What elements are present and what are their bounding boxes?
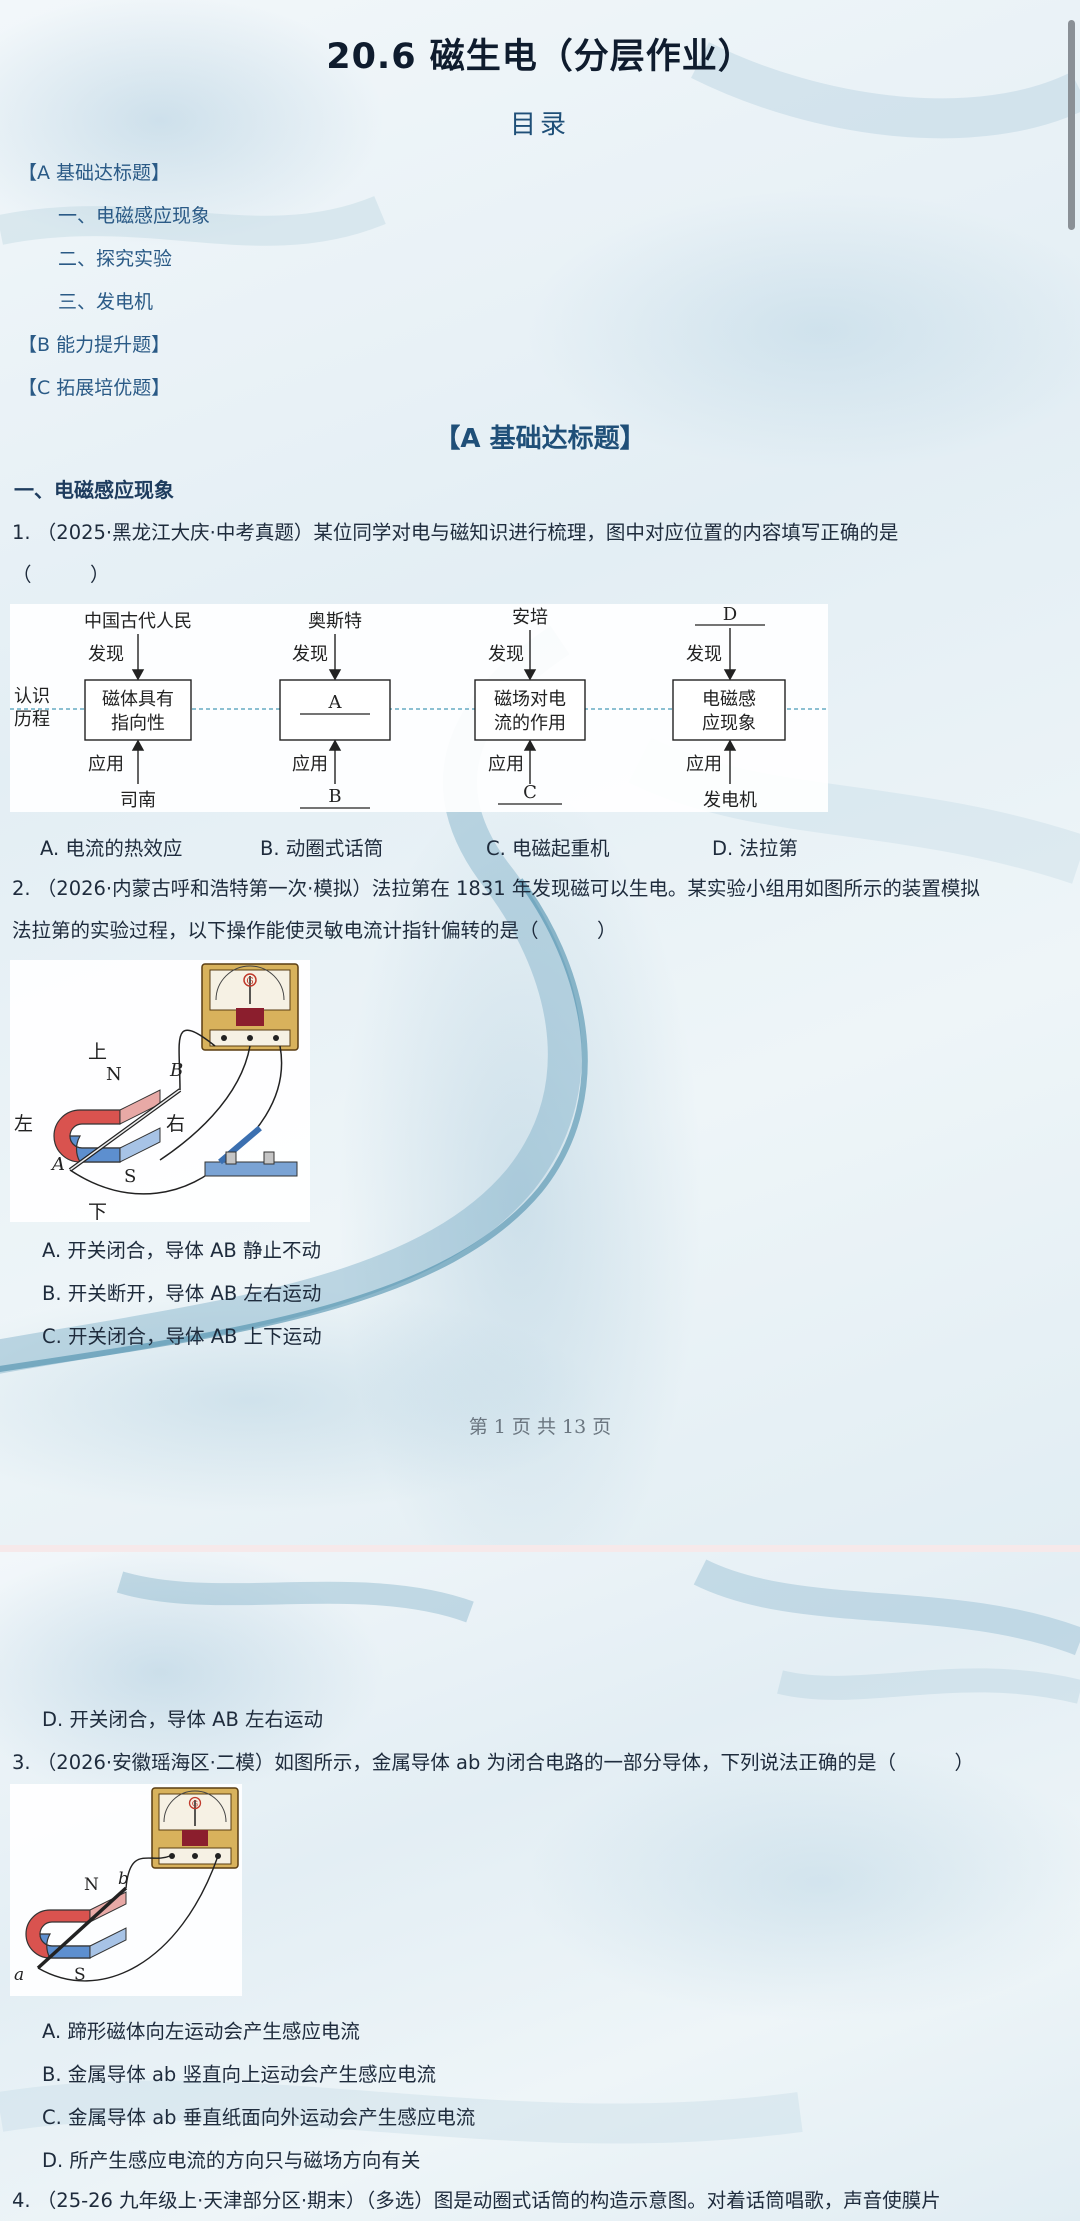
- toc-link-experiment[interactable]: 二、探究实验: [58, 248, 173, 270]
- fig2-label-right: 右: [166, 1113, 185, 1135]
- fig1-bottom-label-1: 司南: [120, 790, 156, 811]
- question-3-figure: G N S a b: [10, 1784, 242, 1996]
- q2-option-d: D. 开关闭合，导体 AB 左右运动: [42, 1708, 324, 1731]
- table-of-contents: 【A 基础达标题】 一、电磁感应现象 二、探究实验 三、发电机 【B 能力提升题…: [18, 158, 210, 416]
- fig1-side-label-1: 认识: [14, 686, 50, 707]
- toc-link-c[interactable]: 【C 拓展培优题】: [18, 377, 171, 399]
- fig1-box-1-line-2: 指向性: [111, 713, 165, 734]
- question-1-figure: 认识 历程 中国古代人民 奥斯特 安培 D 发现 发现 发现 发现: [10, 604, 828, 812]
- page-2: D. 开关闭合，导体 AB 左右运动 3. （2026·安徽瑶海区·二模）如图所…: [0, 1552, 1080, 2221]
- page-separator: [0, 1545, 1080, 1552]
- fig1-discover-2: 发现: [292, 644, 328, 665]
- fig1-top-label-1: 中国古代人民: [84, 611, 192, 632]
- q2-option-b: B. 开关断开，导体 AB 左右运动: [42, 1282, 322, 1305]
- fig1-discover-4: 发现: [686, 644, 722, 665]
- fig1-discover-3: 发现: [488, 644, 524, 665]
- fig1-side-label-2: 历程: [14, 709, 50, 730]
- toc-link-electromagnetic-induction[interactable]: 一、电磁感应现象: [58, 205, 211, 227]
- section-heading-a: 【A 基础达标题】: [434, 424, 646, 454]
- q2-option-a: A. 开关闭合，导体 AB 静止不动: [42, 1239, 322, 1262]
- marble-swirl-decoration-2: [0, 1559, 1080, 2144]
- subsection-heading: 一、电磁感应现象: [14, 478, 174, 502]
- fig1-top-label-2: 奥斯特: [308, 611, 362, 632]
- fig1-box-4-line-2: 应现象: [702, 713, 756, 734]
- galvanometer-label-3: G: [192, 1800, 198, 1809]
- toc-link-generator[interactable]: 三、发电机: [58, 291, 154, 313]
- fig3-label-a: a: [14, 1965, 24, 1985]
- document-title: 20.6 磁生电（分层作业）: [326, 37, 754, 77]
- q2-option-c: C. 开关闭合，导体 AB 上下运动: [42, 1325, 322, 1348]
- fig2-label-a: A: [50, 1154, 65, 1175]
- q1-option-d: D. 法拉第: [712, 837, 798, 860]
- fig3-label-b: b: [118, 1869, 129, 1889]
- fig1-box-3-line-1: 磁场对电: [494, 689, 566, 710]
- q1-option-a: A. 电流的热效应: [40, 837, 183, 860]
- question-2-text: 2. （2026·内蒙古呼和浩特第一次·模拟）法拉第在 1831 年发现磁可以生…: [12, 877, 980, 900]
- q1-option-b: B. 动圈式话筒: [260, 837, 384, 860]
- toc-heading: 目录: [509, 110, 570, 140]
- fig1-box-3-line-2: 流的作用: [494, 713, 566, 734]
- vertical-scrollbar[interactable]: [1068, 20, 1075, 230]
- toc-link-b[interactable]: 【B 能力提升题】: [18, 334, 171, 356]
- question-1-blank: （ ）: [12, 563, 110, 586]
- galvanometer-label: G: [246, 977, 253, 987]
- fig1-apply-3: 应用: [488, 754, 524, 775]
- fig1-discover-1: 发现: [88, 644, 124, 665]
- q3-option-a: A. 蹄形磁体向左运动会产生感应电流: [42, 2020, 360, 2043]
- question-3-text: 3. （2026·安徽瑶海区·二模）如图所示，金属导体 ab 为闭合电路的一部分…: [12, 1751, 975, 1774]
- fig3-label-n: N: [84, 1875, 99, 1895]
- fig2-label-n: N: [106, 1064, 122, 1085]
- fig1-bottom-label-4: 发电机: [703, 790, 757, 811]
- toc-link-a[interactable]: 【A 基础达标题】: [18, 162, 171, 184]
- fig3-label-s: S: [74, 1965, 86, 1985]
- fig2-label-b: B: [169, 1060, 183, 1081]
- fig1-apply-4: 应用: [686, 754, 722, 775]
- fig1-box-4-line-1: 电磁感: [702, 689, 756, 710]
- fig1-apply-1: 应用: [88, 754, 124, 775]
- fig1-box-2-label: A: [328, 692, 343, 713]
- question-1-text: 1. （2025·黑龙江大庆·中考真题）某位同学对电与磁知识进行梳理，图中对应位…: [12, 521, 899, 544]
- question-2-text-line-2: 法拉第的实验过程，以下操作能使灵敏电流计指针偏转的是（ ）: [12, 919, 617, 942]
- page-1: 20.6 磁生电（分层作业） 目录 【A 基础达标题】 一、电磁感应现象 二、探…: [0, 0, 1080, 1545]
- q3-option-c: C. 金属导体 ab 垂直纸面向外运动会产生感应电流: [42, 2106, 476, 2129]
- fig1-bottom-label-2: B: [328, 786, 341, 807]
- q1-option-c: C. 电磁起重机: [486, 837, 610, 860]
- question-4-text: 4. （25-26 九年级上·天津部分区·期末）（多选）图是动圈式话筒的构造示意…: [12, 2189, 941, 2212]
- question-2-figure: G 上 下 左 右 N S: [10, 960, 310, 1222]
- fig2-label-down: 下: [88, 1201, 107, 1222]
- q3-option-b: B. 金属导体 ab 竖直向上运动会产生感应电流: [42, 2063, 436, 2086]
- q3-option-d: D. 所产生感应电流的方向只与磁场方向有关: [42, 2149, 421, 2172]
- fig1-box-1-line-1: 磁体具有: [102, 689, 174, 710]
- fig1-apply-2: 应用: [292, 754, 328, 775]
- fig2-label-s: S: [124, 1166, 136, 1187]
- fig2-label-left: 左: [14, 1113, 33, 1135]
- fig2-label-up: 上: [88, 1041, 107, 1063]
- page-footer: 第 1 页 共 13 页: [468, 1416, 612, 1438]
- fig1-bottom-label-3: C: [523, 782, 537, 803]
- fig1-top-label-3: 安培: [512, 607, 548, 628]
- fig1-top-label-4: D: [723, 604, 737, 625]
